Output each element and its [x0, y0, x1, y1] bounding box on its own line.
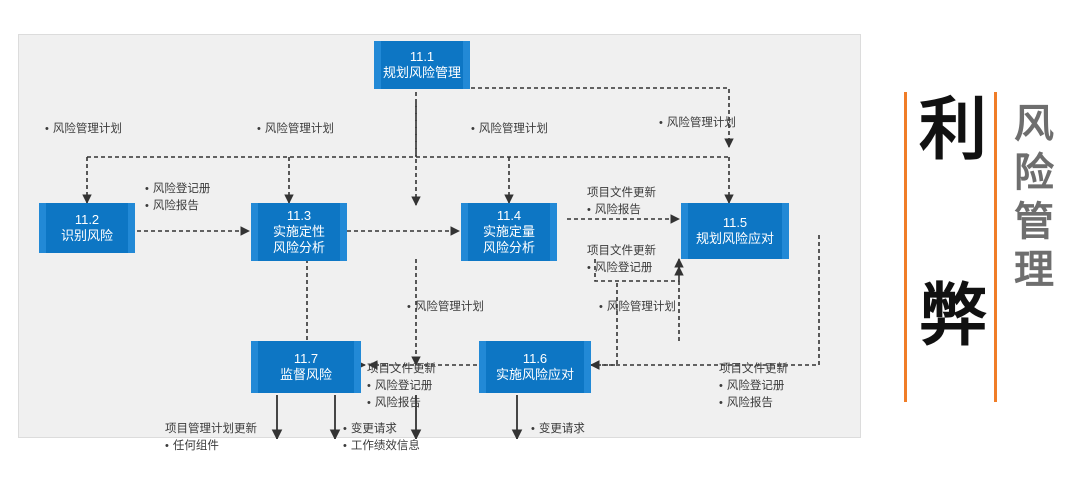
edge-right-return-to-11-6	[590, 235, 820, 370]
process-node-11-6[interactable]: 11.6 实施风险应对	[479, 341, 591, 393]
node-number: 11.4	[496, 208, 522, 224]
brand-vertical-title: 风 险 管 理	[1010, 100, 1058, 295]
node-number: 11.5	[722, 215, 748, 231]
node-edge-left	[479, 341, 486, 393]
edge-11-5-to-11-6	[590, 283, 618, 370]
brand-title-char-1: 风	[1014, 102, 1054, 146]
process-node-11-4[interactable]: 11.4 实施定量 风险分析	[461, 203, 557, 261]
accent-rule-left	[904, 92, 907, 402]
node-label-line1: 实施定量	[482, 224, 535, 240]
node-label: 监督风险	[279, 367, 332, 382]
process-node-11-5[interactable]: 11.5 规划风险应对	[681, 203, 789, 259]
branding-panel: 利 弊 风 险 管 理	[886, 92, 1066, 402]
node-number: 11.1	[409, 49, 435, 65]
annotation-header: 项目文件更新	[587, 245, 656, 257]
node-edge-left	[374, 41, 381, 89]
annotation-header: 项目文件更新	[587, 187, 656, 199]
annotation-bullet: 任何组件	[165, 438, 257, 455]
annotation-doc-update-risk-register: 项目文件更新 风险登记册	[587, 243, 656, 277]
annotation-bullet: 变更请求	[343, 421, 420, 438]
node-label: 实施风险应对	[495, 367, 574, 382]
risk-management-flow-diagram: 11.1 规划风险管理 11.2 识别风险 11.3 实施定性 风险分析 11.…	[18, 34, 861, 452]
node-number: 11.7	[293, 351, 319, 367]
node-edge-right	[354, 341, 361, 393]
annotation-bullet: 风险报告	[587, 202, 656, 219]
annotation-bullet: 风险登记册	[145, 181, 211, 198]
node-edge-left	[681, 203, 688, 259]
node-edge-right	[340, 203, 347, 261]
node-label-line2: 风险分析	[272, 239, 325, 255]
accent-rule-right	[994, 92, 997, 402]
node-label: 识别风险	[60, 228, 113, 243]
annotation-bullet: 风险管理计划	[599, 299, 676, 316]
annotation-bullet: 工作绩效信息	[343, 438, 420, 455]
annotation-bullet: 风险管理计划	[471, 121, 548, 138]
annotation-change-request-work-perf: 变更请求 工作绩效信息	[343, 421, 420, 455]
annotation-bullet: 变更请求	[531, 421, 585, 438]
node-label-line2: 风险分析	[482, 239, 535, 255]
annotation-risk-mgmt-plan-1: 风险管理计划	[45, 121, 122, 138]
process-node-11-3[interactable]: 11.3 实施定性 风险分析	[251, 203, 347, 261]
annotation-header: 项目管理计划更新	[165, 423, 257, 435]
annotation-pm-plan-update: 项目管理计划更新 任何组件	[165, 421, 257, 455]
annotation-header: 项目文件更新	[719, 363, 788, 375]
annotation-bullet: 风险登记册	[587, 260, 656, 277]
brand-word-bottom: 弊	[918, 278, 987, 354]
node-edge-left	[39, 203, 46, 253]
annotation-risk-mgmt-plan-3: 风险管理计划	[471, 121, 548, 138]
node-number: 11.2	[74, 212, 100, 228]
annotation-risk-register-report: 风险登记册 风险报告	[145, 181, 211, 215]
annotation-change-request: 变更请求	[531, 421, 585, 438]
process-node-11-1[interactable]: 11.1 规划风险管理	[374, 41, 470, 89]
node-edge-right	[463, 41, 470, 89]
node-label-line1: 实施定性	[272, 224, 325, 240]
node-edge-right	[128, 203, 135, 253]
annotation-bullet: 风险管理计划	[659, 115, 736, 132]
node-edge-left	[251, 341, 258, 393]
annotation-bullet: 风险管理计划	[407, 299, 484, 316]
annotation-bullet: 风险报告	[367, 395, 436, 412]
annotation-doc-update-risk-report: 项目文件更新 风险报告	[587, 185, 656, 219]
node-label: 规划风险管理	[382, 65, 461, 80]
node-edge-right	[782, 203, 789, 259]
process-node-11-7[interactable]: 11.7 监督风险	[251, 341, 361, 393]
brand-title-char-2: 险	[1014, 150, 1054, 195]
annotation-bullet: 风险管理计划	[257, 121, 334, 138]
brand-word-top: 利	[918, 92, 987, 168]
annotation-bullet: 风险报告	[719, 395, 788, 412]
annotation-bullet: 风险登记册	[719, 378, 788, 395]
node-number: 11.6	[522, 351, 548, 367]
annotation-bullet: 风险登记册	[367, 378, 436, 395]
node-edge-right	[584, 341, 591, 393]
node-label: 规划风险应对	[695, 231, 774, 246]
node-edge-right	[550, 203, 557, 261]
annotation-risk-mgmt-plan-2: 风险管理计划	[257, 121, 334, 138]
annotation-header: 项目文件更新	[367, 363, 436, 375]
annotation-bullet: 风险报告	[145, 198, 210, 215]
annotation-doc-update-center: 项目文件更新 风险登记册 风险报告	[367, 361, 436, 412]
annotation-risk-mgmt-plan-6: 风险管理计划	[599, 299, 676, 316]
node-number: 11.3	[286, 208, 312, 224]
annotation-bullet: 风险管理计划	[45, 121, 122, 138]
brand-title-char-4: 理	[1014, 248, 1054, 293]
node-edge-left	[461, 203, 468, 261]
annotation-risk-mgmt-plan-5: 风险管理计划	[407, 299, 484, 316]
brand-title-char-3: 管	[1014, 199, 1054, 244]
process-node-11-2[interactable]: 11.2 识别风险	[39, 203, 135, 253]
node-edge-left	[251, 203, 258, 261]
annotation-risk-mgmt-plan-4: 风险管理计划	[659, 115, 736, 132]
annotation-doc-update-right: 项目文件更新 风险登记册 风险报告	[719, 361, 788, 412]
